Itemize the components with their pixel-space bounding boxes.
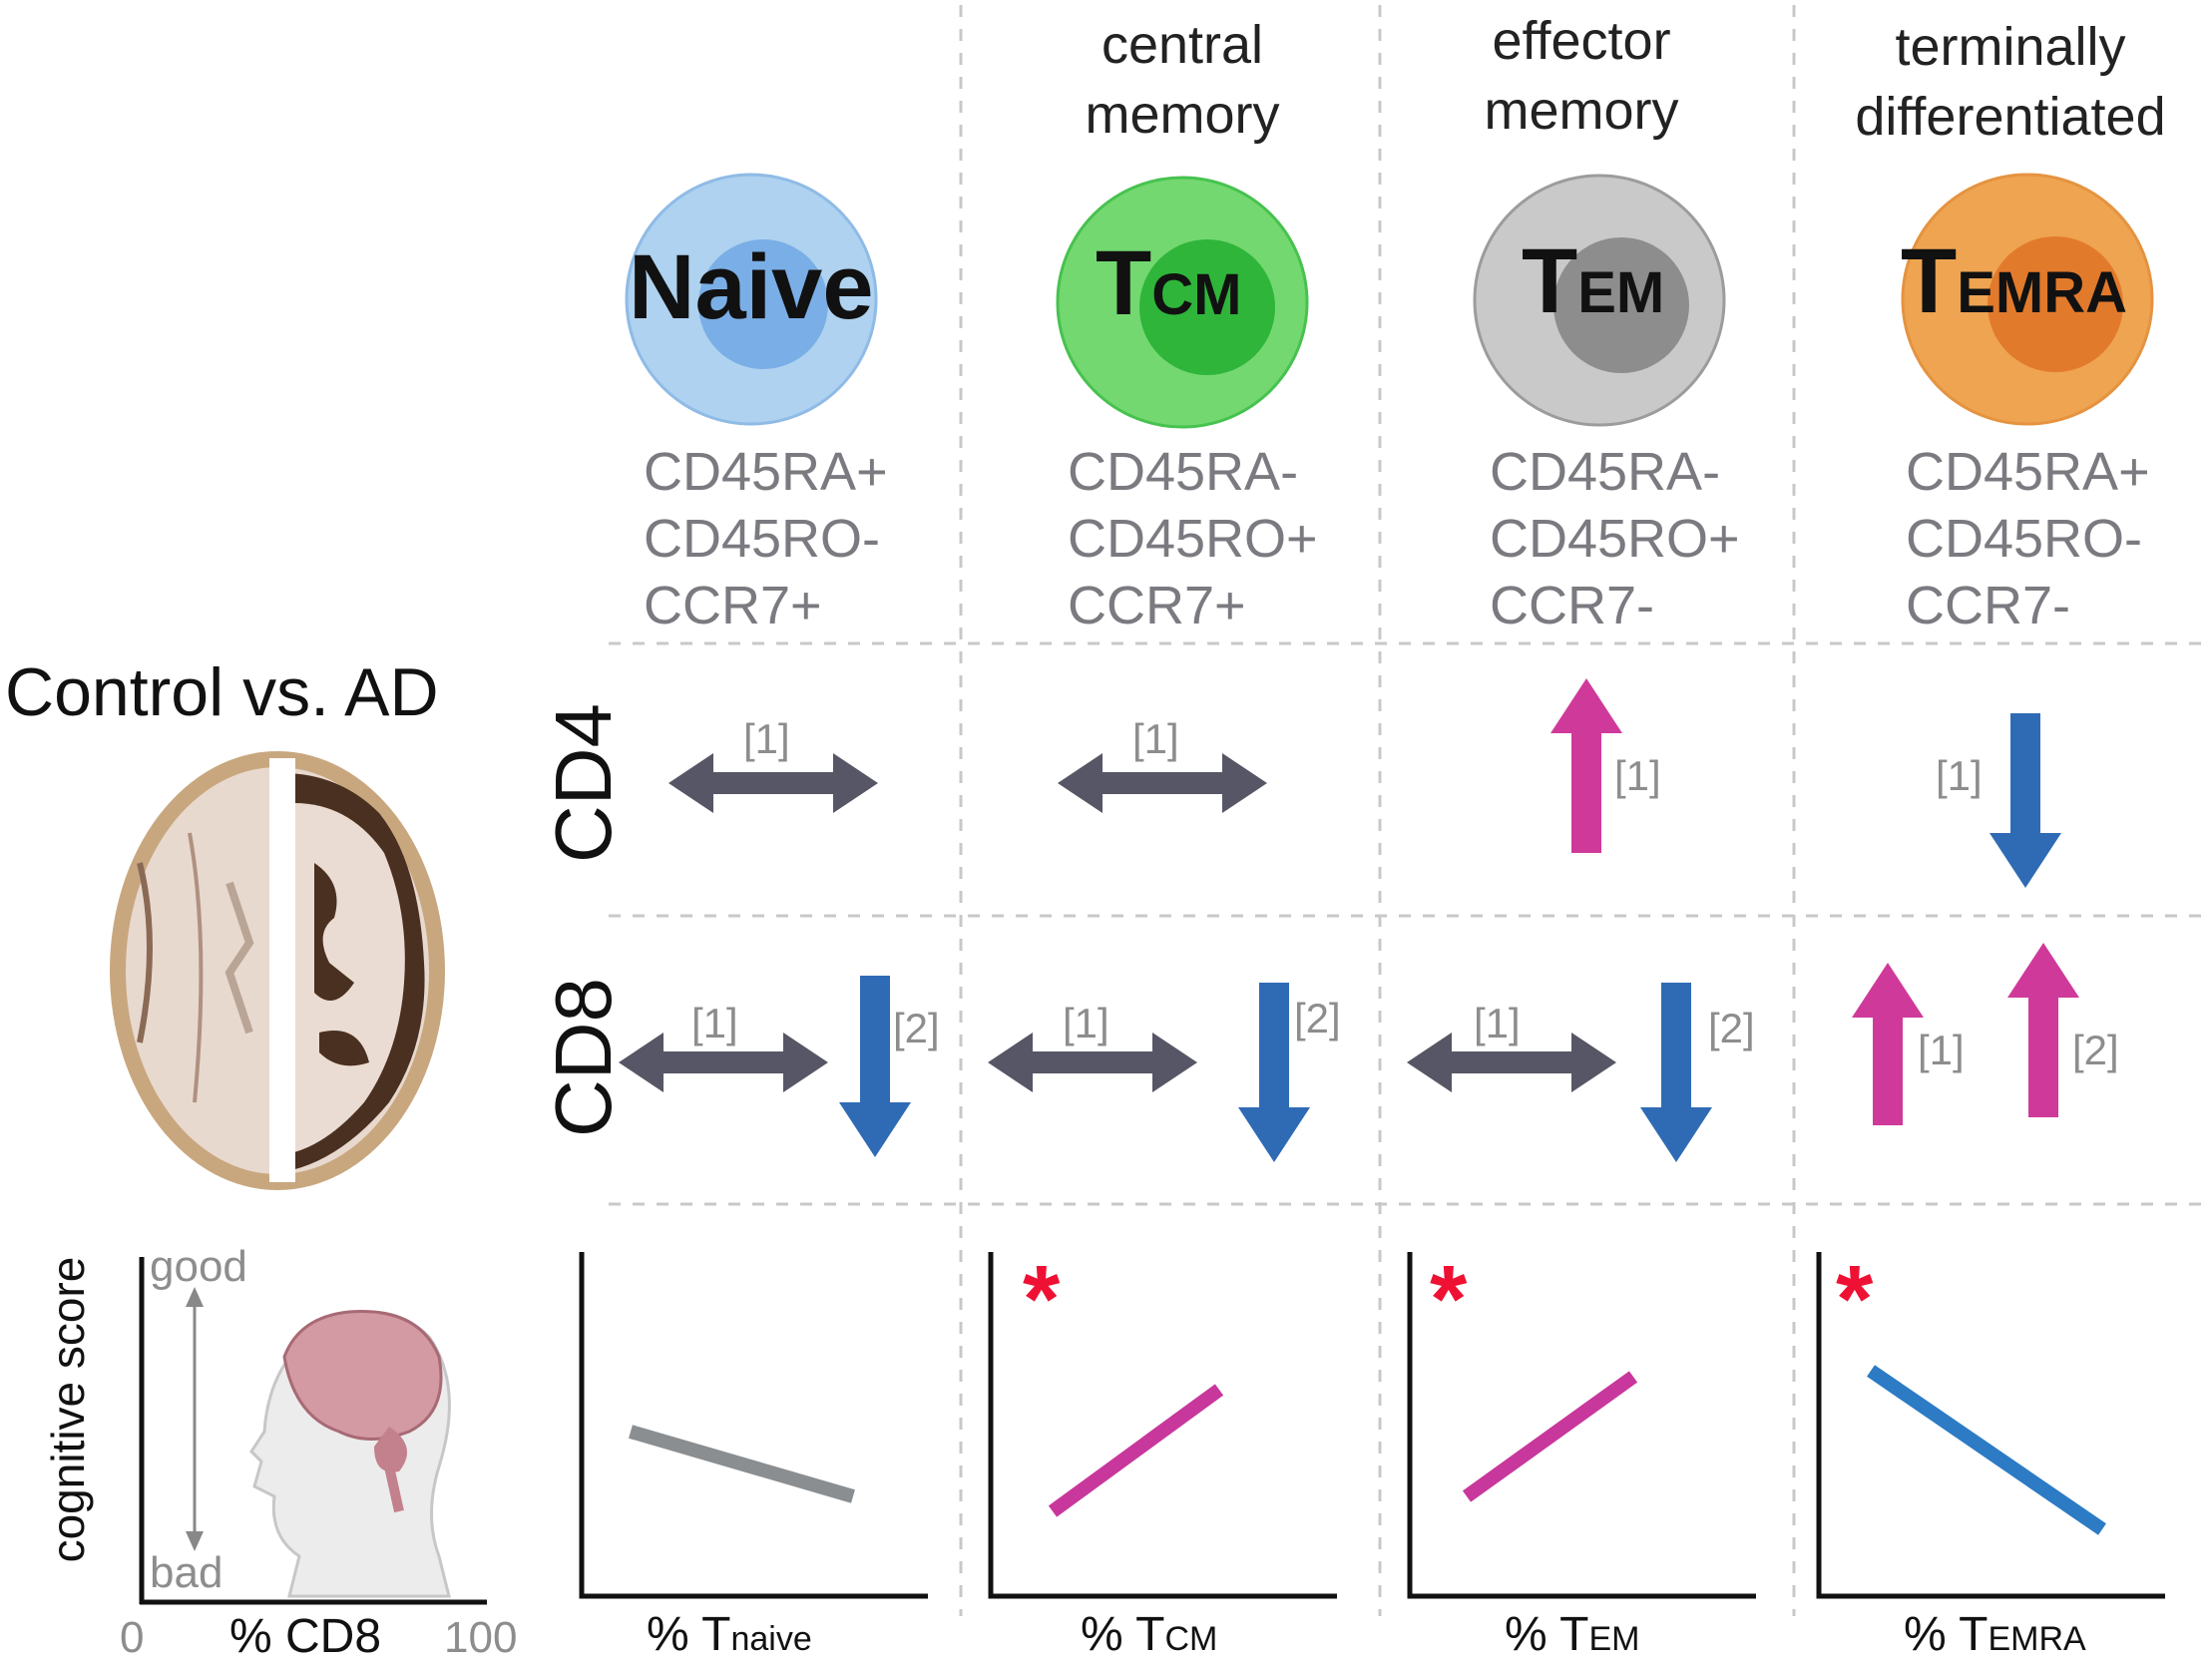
trend-line-em [1462,1371,1638,1502]
ref-cd8-tcm-2: [2] [1294,995,1341,1042]
significance-star-temra: * [1836,1246,1874,1353]
cd8-axis-label: % CD8 [229,1610,382,1663]
ref-cd8-tem-1: [1] [1474,1000,1521,1046]
ref-cd8-temra-2: [2] [2072,1027,2119,1073]
x-max-label: 100 [444,1613,518,1662]
cell-label-tcm: TCM [1096,232,1242,334]
plot-axes-cm [988,1252,1337,1599]
markers-temra: CD45RA+CD45RO-CCR7- [1906,442,2150,635]
cognitive-panel-graphics [139,1257,487,1605]
arrow-down-cd4-temra [1990,713,2061,888]
cell-label-temra: TEMRA [1901,230,2127,332]
trend-line-naive [629,1425,855,1503]
ref-cd4-temra: [1] [1936,752,1983,799]
ref-cd8-naive-2: [2] [893,1005,940,1051]
markers-tem: CD45RA-CD45RO+CCR7- [1490,442,1740,635]
cell-label-tem: TEM [1522,230,1665,332]
arrow-no-change-cd8-tcm-1 [988,1033,1197,1092]
ref-cd4-tcm: [1] [1132,715,1179,762]
arrow-up-cd8-temra-1 [1852,963,1924,1125]
label-bad: bad [150,1548,223,1597]
cell-temra [1901,173,2154,426]
plot-axes-em [1407,1252,1756,1599]
arrow-no-change-cd4-tcm [1058,753,1267,813]
comparison-title: Control vs. AD [5,654,439,730]
trend-line-emra [1867,1365,2106,1535]
cell-label-naive: Naive [629,236,874,338]
arrow-down-cd8-tcm-2 [1238,983,1310,1162]
ref-cd8-tcm-1: [1] [1063,1000,1109,1046]
brain-slice-illustration [110,751,445,1190]
markers-naive: CD45RA+CD45RO-CCR7+ [644,442,888,635]
markers-tcm: CD45RA-CD45RO+CCR7+ [1068,442,1318,635]
significance-star-tem: * [1430,1246,1468,1353]
ref-cd8-tem-2: [2] [1708,1005,1755,1051]
plot-xlabel-tem: % TEM [1505,1608,1640,1661]
cell-tcm [1056,176,1309,429]
arrow-up-cd4-tem [1550,678,1622,853]
arrow-no-change-cd8-naive-1 [619,1033,828,1092]
ref-cd4-naive: [1] [743,715,790,762]
plot-xlabel-temra: % TEMRA [1904,1608,2086,1661]
ref-cd8-temra-1: [1] [1918,1027,1965,1073]
cell-naive [625,173,878,426]
significance-star-tcm: * [1023,1246,1061,1353]
plot-axes-naive [579,1252,928,1599]
label-good: good [150,1242,247,1291]
plot-xlabel-tcm: % TCM [1081,1608,1218,1661]
plot-xlabel-naive: % Tnaive [647,1608,812,1661]
ref-cd4-tem: [1] [1614,752,1661,799]
trend-line-cm [1048,1384,1224,1517]
ref-cd8-naive-1: [1] [691,1000,738,1046]
arrow-up-cd8-temra-2 [2007,943,2079,1117]
cell-tem [1473,174,1726,427]
x-min-label: 0 [120,1613,145,1662]
plot-axes-emra [1816,1252,2165,1599]
cell-circles [625,173,2154,429]
arrow-no-change-cd8-tem-1 [1407,1033,1616,1092]
arrow-down-cd8-naive-2 [839,976,911,1157]
arrow-down-cd8-tem-2 [1640,983,1712,1162]
arrow-no-change-cd4-naive [668,753,878,813]
